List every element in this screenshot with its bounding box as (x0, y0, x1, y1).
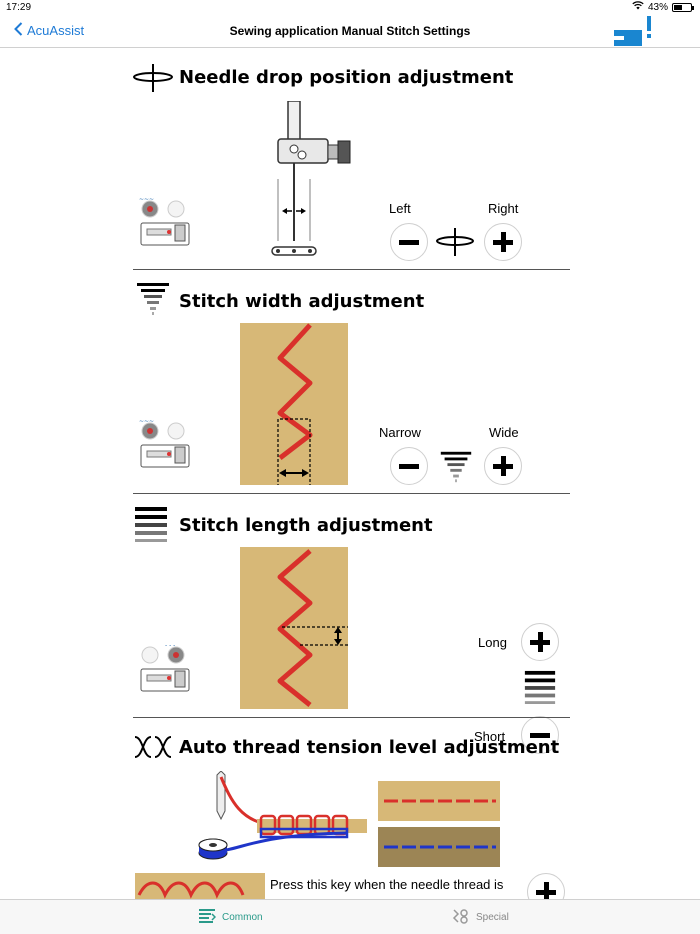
needle-bar-illustration (268, 100, 358, 268)
back-button[interactable]: AcuAssist (14, 22, 84, 39)
tab-bar: Common Special (0, 899, 700, 934)
stitch-width-icon (133, 281, 173, 322)
battery-icon (672, 2, 694, 12)
top-thread-balance-illustration (378, 781, 500, 826)
tension-plus-button[interactable] (527, 873, 565, 899)
section-title: Auto thread tension level adjustment (179, 737, 560, 758)
needle-left-button[interactable] (390, 223, 428, 261)
narrow-label: Narrow (379, 425, 421, 440)
svg-text:~~~: ~~~ (139, 418, 154, 425)
section-divider (133, 493, 570, 494)
machine-alert-icon[interactable] (614, 16, 658, 53)
section-divider (133, 269, 570, 270)
minus-icon (399, 463, 419, 469)
wifi-icon (632, 1, 644, 13)
needle-right-button[interactable] (484, 223, 522, 261)
short-label: Short (474, 729, 506, 744)
tension-note: Press this key when the needle thread is (270, 877, 504, 892)
back-label: AcuAssist (27, 23, 85, 38)
length-short-button[interactable] (521, 716, 559, 754)
left-label: Left (389, 201, 411, 216)
minus-icon (530, 732, 550, 738)
wide-label: Wide (489, 425, 519, 440)
page-title: Sewing application Manual Stitch Setting… (229, 24, 471, 38)
section-needle-drop: Needle drop position adjustment (133, 63, 570, 269)
zigzag-length-illustration (240, 547, 348, 714)
thread-tension-icon (133, 735, 173, 764)
stitch-length-icon (133, 505, 169, 548)
svg-text:- - -: - - - (165, 642, 175, 649)
battery-percent: 43% (647, 1, 668, 13)
nav-bar: AcuAssist Sewing application Manual Stit… (0, 14, 700, 48)
section-title: Needle drop position adjustment (179, 67, 514, 88)
right-label: Right (488, 201, 519, 216)
tab-special[interactable]: Special (452, 908, 509, 927)
machine-panel-icon: - - - (139, 641, 191, 702)
plus-icon-vertical (500, 456, 506, 476)
plus-icon-vertical (537, 632, 543, 652)
section-divider (133, 717, 570, 718)
length-long-button[interactable] (521, 623, 559, 661)
plus-icon-vertical (500, 232, 506, 252)
bottom-thread-balance-illustration (378, 827, 500, 872)
needle-position-icon (435, 227, 477, 262)
tab-common[interactable]: Common (198, 908, 263, 927)
loose-stitch-illustration (135, 873, 265, 899)
stitch-length-icon (523, 669, 557, 710)
width-narrow-button[interactable] (390, 447, 428, 485)
status-right: 43% (632, 1, 694, 13)
tab-special-label: Special (476, 912, 509, 923)
tab-common-label: Common (222, 912, 263, 923)
status-time: 17:29 (6, 2, 32, 13)
content-scroll[interactable]: Needle drop position adjustment (0, 49, 700, 899)
status-bar: 17:29 43% (0, 0, 700, 14)
section-stitch-length: Stitch length adjustment - - - (133, 505, 570, 754)
section-title: Stitch width adjustment (179, 291, 425, 312)
section-stitch-width: Stitch width adjustment ~~~ (133, 281, 570, 493)
needle-position-icon (133, 63, 175, 98)
stitch-special-icon (452, 908, 470, 927)
machine-panel-icon: ~~~ (139, 417, 191, 478)
width-wide-button[interactable] (484, 447, 522, 485)
section-title: Stitch length adjustment (179, 515, 433, 536)
minus-icon (399, 239, 419, 245)
zigzag-width-illustration (240, 323, 348, 490)
svg-text:~~~: ~~~ (139, 196, 154, 203)
long-label: Long (478, 635, 507, 650)
chevron-left-icon (14, 22, 23, 39)
section-thread-tension: Auto thread tension level adjustment (133, 731, 570, 899)
stitch-list-icon (198, 908, 217, 927)
machine-panel-icon: ~~~ (139, 195, 191, 256)
thread-tension-illustration (191, 770, 371, 876)
plus-icon-vertical (543, 882, 549, 899)
stitch-width-icon (437, 449, 475, 490)
